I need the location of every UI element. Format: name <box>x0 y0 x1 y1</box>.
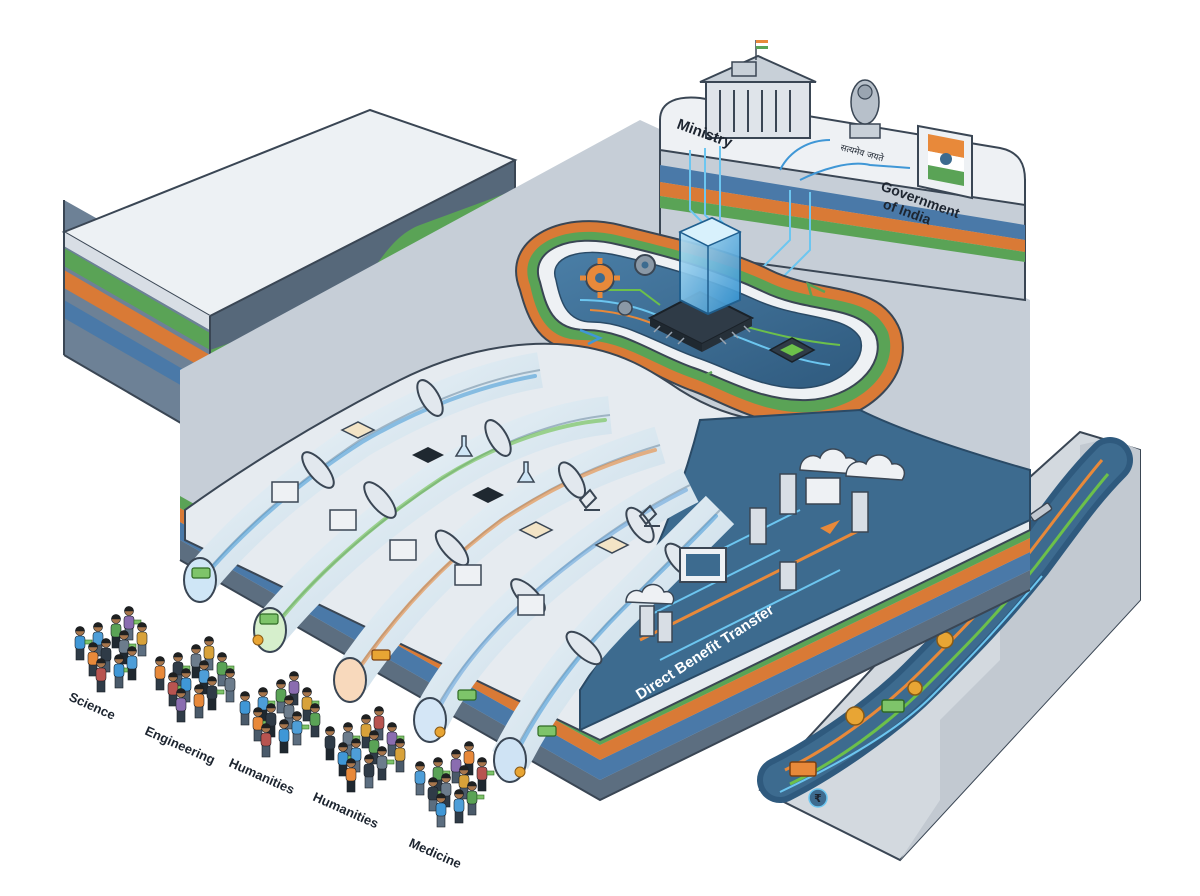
student-figure <box>136 622 148 657</box>
monitor-icon <box>271 477 841 616</box>
emblem-icon <box>849 79 881 139</box>
student-figure <box>309 703 321 738</box>
student-figure <box>206 676 225 711</box>
stepped-wall-right: ₹ <box>757 430 1141 862</box>
student-figure <box>118 630 137 665</box>
student-figure <box>180 668 192 703</box>
student-figure <box>466 781 485 816</box>
student-figure <box>394 738 406 773</box>
student-figure <box>350 738 362 773</box>
student-figure <box>87 642 99 677</box>
student-figure <box>110 614 122 649</box>
student-figure <box>427 777 446 812</box>
crystal-icon <box>678 216 742 316</box>
student-figure <box>190 644 202 679</box>
student-figure <box>288 671 300 706</box>
student-figure <box>154 656 166 691</box>
student-figure <box>283 695 295 730</box>
student-figure <box>363 754 375 789</box>
flask-icon <box>454 435 536 483</box>
student-figure <box>224 668 236 703</box>
rupee-icon: ₹ <box>808 788 828 808</box>
stream-label-humanities-2: Humanities <box>311 789 381 831</box>
student-figure <box>414 761 426 796</box>
student-figure <box>458 765 470 800</box>
server-icon <box>639 473 869 643</box>
student-figure <box>260 723 272 758</box>
book-icon <box>340 421 630 554</box>
student-figure <box>337 742 356 777</box>
student-figure <box>74 626 93 661</box>
student-figure <box>291 711 310 746</box>
stream-label-humanities-1: Humanities <box>227 755 297 797</box>
stream-label-medicine: Medicine <box>407 835 464 871</box>
student-figure <box>435 793 447 828</box>
cash-bundle-icon <box>191 567 557 737</box>
student-figure <box>239 691 251 726</box>
coin-icon <box>252 634 526 778</box>
student-figure <box>463 741 475 776</box>
student-figure <box>100 638 112 673</box>
microscope-icon <box>578 488 660 527</box>
student-figure <box>301 687 320 722</box>
cash-bundle-icon <box>789 699 905 777</box>
student-figure <box>203 636 215 671</box>
student-figure <box>368 730 380 765</box>
stream-label-engineering: Engineering <box>143 723 218 767</box>
student-figure <box>453 789 465 824</box>
student-figure <box>92 622 104 657</box>
student-figure <box>123 606 142 641</box>
student-figure <box>113 654 132 689</box>
student-figure <box>126 646 138 681</box>
chip-icon <box>647 290 816 363</box>
student-figure <box>386 722 405 757</box>
student-figure <box>373 706 385 741</box>
student-figure <box>95 658 107 693</box>
students-crowd <box>74 606 495 828</box>
student-figure <box>450 749 462 784</box>
student-figure <box>193 684 205 719</box>
cloud-icon <box>625 448 906 605</box>
student-figure <box>167 672 186 707</box>
student-figure <box>324 726 336 761</box>
student-figure <box>360 714 372 749</box>
government-building-icon <box>699 40 817 139</box>
student-figure <box>345 758 357 793</box>
svg-text:₹: ₹ <box>814 793 822 805</box>
flag-icon <box>917 124 973 200</box>
gear-icon <box>580 254 656 316</box>
graduation-cap-icon <box>412 447 504 503</box>
stream-label-science: Science <box>67 689 118 723</box>
student-figure <box>278 719 290 754</box>
student-figure <box>432 757 451 792</box>
student-figure <box>476 757 495 792</box>
student-figure <box>376 746 395 781</box>
student-figure <box>216 652 235 687</box>
student-figure <box>175 688 187 723</box>
